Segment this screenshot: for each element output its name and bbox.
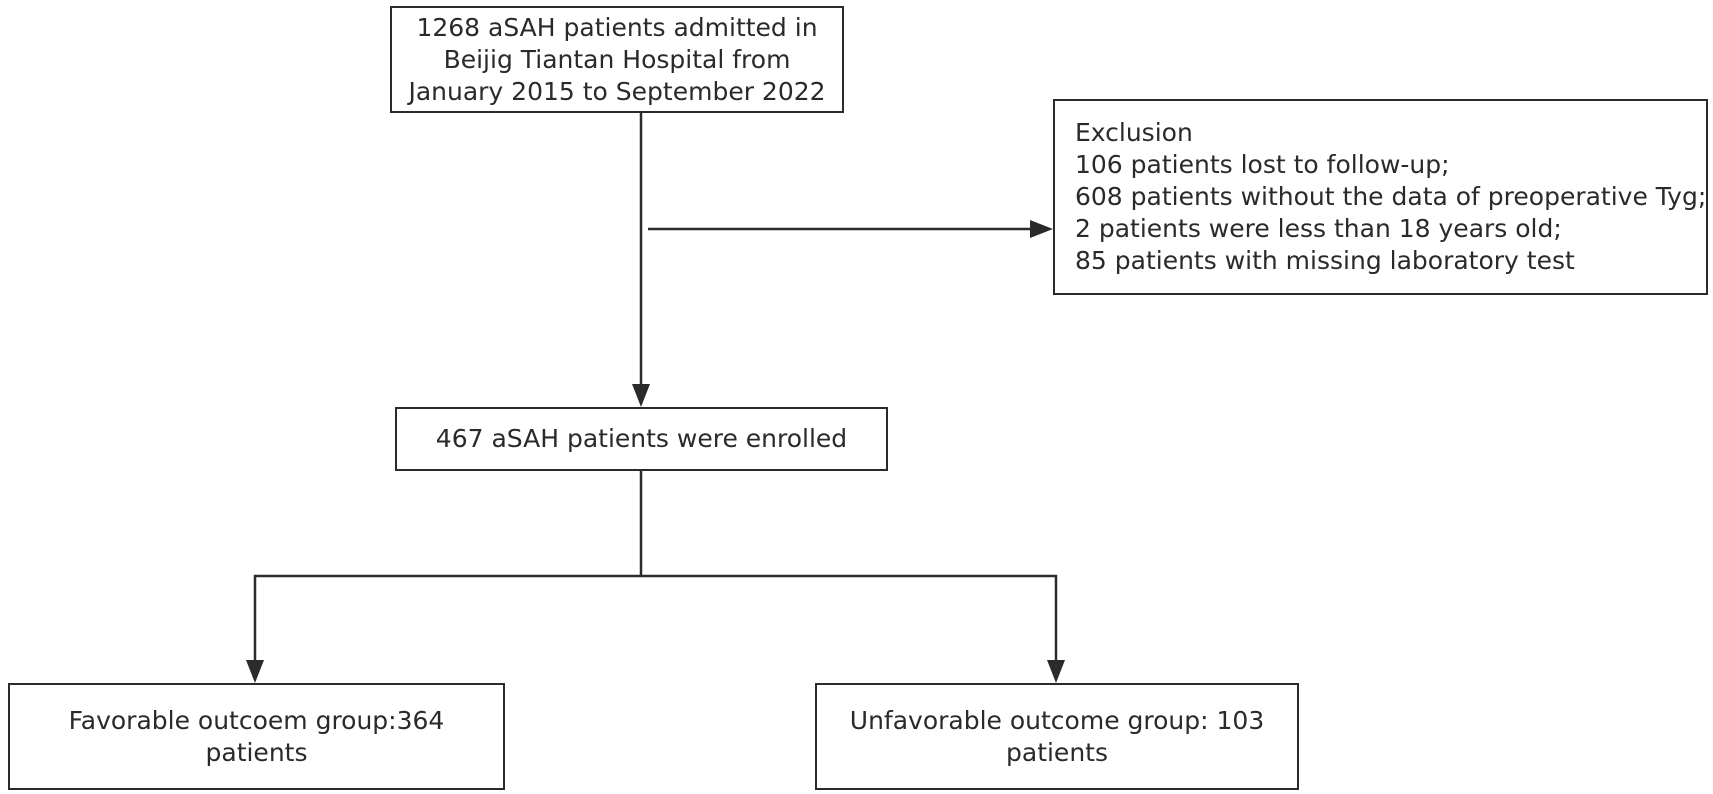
unfavorable-outcome-box: Unfavorable outcome group: 103 patients [815,683,1299,790]
arrowhead-enrolled [632,384,650,407]
admitted-patients-box: 1268 aSAH patients admitted in Beijig Ti… [390,6,844,113]
arrowhead-favorable [246,660,264,683]
exclusion-item-lost-follow-up: 106 patients lost to follow-up; [1075,150,1450,179]
exclusion-item-under-18: 2 patients were less than 18 years old; [1075,214,1562,243]
arrowhead-exclusion [1030,220,1053,238]
exclusion-box: Exclusion 106 patients lost to follow-up… [1053,99,1708,295]
arrowhead-unfavorable [1047,660,1065,683]
exclusion-title: Exclusion [1075,118,1193,147]
favorable-line-1: Favorable outcoem group:364 [68,705,445,735]
admitted-line-3: January 2015 to September 2022 [408,76,826,106]
favorable-line-2: patients [205,737,308,767]
admitted-line-2: Beijig Tiantan Hospital from [443,44,791,74]
unfavorable-line-2: patients [1006,737,1108,767]
enrolled-label: 467 aSAH patients were enrolled [435,424,848,453]
admitted-line-1: 1268 aSAH patients admitted in [416,12,818,42]
exclusion-item-missing-tyg: 608 patients without the data of preoper… [1075,182,1707,211]
favorable-outcome-box: Favorable outcoem group:364 patients [8,683,505,790]
exclusion-item-missing-lab: 85 patients with missing laboratory test [1075,246,1575,275]
unfavorable-line-1: Unfavorable outcome group: 103 [849,705,1265,735]
enrolled-patients-box: 467 aSAH patients were enrolled [395,407,888,471]
